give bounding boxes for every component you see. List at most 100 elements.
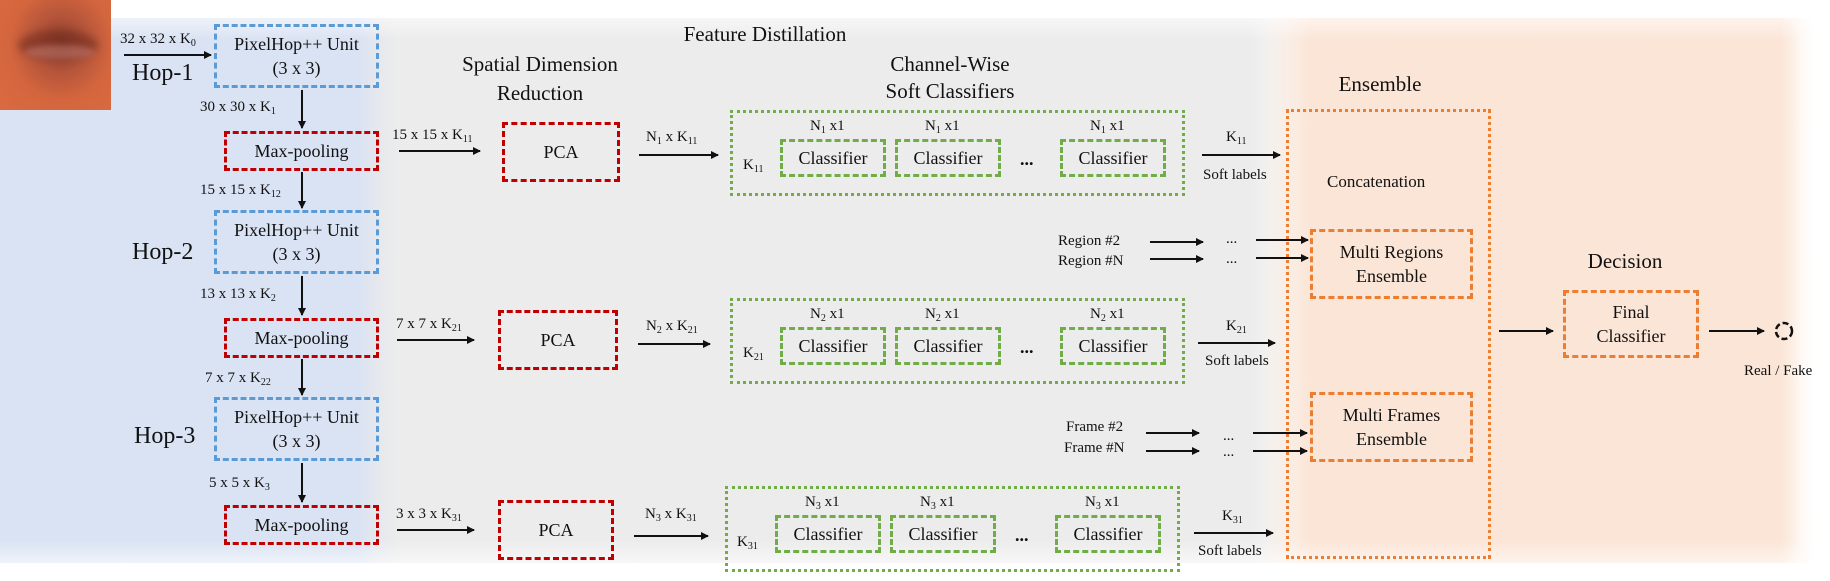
classifier-dim-x1: x1 <box>825 118 845 134</box>
hop2-max-pooling-label: Max-pooling <box>254 328 349 348</box>
hop2-group-k-text: K <box>743 345 754 361</box>
classifier-label: Classifier <box>908 524 978 544</box>
hop2-classifier-ellipsis: ... <box>1020 337 1034 357</box>
hop2-group-k: K21 <box>743 344 764 363</box>
hop3-pca-label: PCA <box>538 520 574 540</box>
classifier-label: Classifier <box>798 148 868 168</box>
hop3-max-pooling: Max-pooling <box>224 505 379 545</box>
hop2-pca-out-n: N <box>646 318 657 334</box>
frame-2-label: Frame #2 <box>1066 419 1124 435</box>
hop3-pca-out-k: x K <box>660 506 687 522</box>
hop2-unit-output-dim: 13 x 13 x K2 <box>200 285 276 304</box>
title-channel-wise-line2: Soft Classifiers <box>885 79 1015 103</box>
hop2-soft-k: K21 <box>1226 317 1247 336</box>
hop3-pool-to-pca-sub: 31 <box>451 513 462 524</box>
multi-frames-ensemble: Multi Frames Ensemble <box>1310 392 1473 462</box>
ensemble-region-background <box>1260 18 1815 563</box>
hop3-soft-k-sub: 31 <box>1232 515 1243 526</box>
hop3-classifier-dim-1: N3 x1 <box>805 493 840 512</box>
hop1-classifier-2: Classifier <box>895 139 1001 177</box>
hop3-max-pooling-label: Max-pooling <box>254 515 349 535</box>
hop2-unit-line1: PixelHop++ Unit <box>234 220 359 240</box>
hop2-unit-line2: (3 x 3) <box>272 244 321 264</box>
concatenation-label: Concatenation <box>1327 172 1426 191</box>
classifier-dim-n: N <box>1090 306 1101 322</box>
hop1-pca-out-k-sub: 11 <box>687 136 698 147</box>
hop1-max-pooling: Max-pooling <box>224 131 379 171</box>
hop3-pca-out-n-sub: 3 <box>655 513 661 524</box>
classifier-dim-x1: x1 <box>825 306 845 322</box>
classifier-dim-n: N <box>810 118 821 134</box>
hop3-classifier-2: Classifier <box>890 515 996 553</box>
hop1-soft-labels: Soft labels <box>1203 167 1267 183</box>
title-decision: Decision <box>1587 249 1663 273</box>
title-feature-distillation: Feature Distillation <box>683 22 847 46</box>
multi-regions-ensemble: Multi Regions Ensemble <box>1310 229 1473 299</box>
classifier-dim-n-sub: 1 <box>1100 125 1106 136</box>
classifier-label: Classifier <box>913 336 983 356</box>
region-2-dots: ... <box>1226 231 1238 247</box>
classifier-dim-x1: x1 <box>940 306 960 322</box>
classifier-dim-n: N <box>925 306 936 322</box>
hop1-soft-k: K11 <box>1226 128 1247 147</box>
hop1-unit-line1: PixelHop++ Unit <box>234 34 359 54</box>
hop1-classifier-1: Classifier <box>780 139 886 177</box>
hop1-soft-k-text: K <box>1226 129 1237 145</box>
hop2-pca-out-n-sub: 2 <box>656 325 662 336</box>
classifier-dim-n-sub: 1 <box>820 125 826 136</box>
region-n-dots: ... <box>1226 251 1238 267</box>
hop1-classifier-dim-1: N1 x1 <box>810 117 845 136</box>
hop2-soft-k-text: K <box>1226 318 1237 334</box>
multi-regions-line2: Ensemble <box>1356 266 1427 286</box>
classifier-dim-x1: x1 <box>820 494 840 510</box>
hop1-soft-k-sub: 11 <box>1236 136 1247 147</box>
classifier-dim-x1: x1 <box>1100 494 1120 510</box>
hop2-pca-label: PCA <box>540 330 576 350</box>
final-classifier-line1: Final <box>1612 302 1650 322</box>
hop3-classifier-1: Classifier <box>775 515 881 553</box>
hop1-input-dim-text: 32 x 32 x K <box>120 31 191 47</box>
hop2-classifier-dim-1: N2 x1 <box>810 305 845 324</box>
hop1-pca-out-n-sub: 1 <box>656 136 662 147</box>
hop1-pca-label: PCA <box>543 142 579 162</box>
title-spatial-dimension-line1: Spatial Dimension <box>462 52 618 76</box>
classifier-label: Classifier <box>913 148 983 168</box>
classifier-dim-x1: x1 <box>940 118 960 134</box>
hop1-pca-out-n: N <box>646 129 657 145</box>
hop2-classifier-dim-3: N2 x1 <box>1090 305 1125 324</box>
hop2-pca-out-k-sub: 21 <box>687 325 698 336</box>
region-n-label: Region #N <box>1058 253 1124 269</box>
hop3-group-k: K31 <box>737 533 758 552</box>
hop3-soft-k-text: K <box>1222 508 1233 524</box>
hop2-pool-next-dim-sub: 22 <box>260 377 271 388</box>
hop1-pca-output-dim: N1 x K11 <box>646 128 698 147</box>
hop1-pixelhop-unit: PixelHop++ Unit (3 x 3) <box>214 24 379 88</box>
classifier-dim-n-sub: 3 <box>815 501 821 512</box>
hop3-pool-to-pca-text: 3 x 3 x K <box>396 506 452 522</box>
classifier-label: Classifier <box>1078 336 1148 356</box>
multi-frames-line2: Ensemble <box>1356 429 1427 449</box>
classifier-label: Classifier <box>798 336 868 356</box>
hop3-pca-out-k-sub: 31 <box>686 513 697 524</box>
classifier-dim-n: N <box>810 306 821 322</box>
hop3-classifier-dim-3: N3 x1 <box>1085 493 1120 512</box>
hop3-label: Hop-3 <box>134 423 196 449</box>
hop2-soft-labels: Soft labels <box>1205 353 1269 369</box>
multi-regions-line1: Multi Regions <box>1339 242 1444 262</box>
hop3-soft-labels: Soft labels <box>1198 543 1262 559</box>
classifier-dim-n-sub: 3 <box>1095 501 1101 512</box>
classifier-dim-n: N <box>925 118 936 134</box>
hop2-classifier-3: Classifier <box>1060 327 1166 365</box>
final-classifier-line2: Classifier <box>1596 326 1666 346</box>
hop1-pca: PCA <box>502 122 620 182</box>
hop1-group-k-text: K <box>743 157 754 173</box>
frame-n-label: Frame #N <box>1064 440 1125 456</box>
hop2-pool-to-pca-sub: 21 <box>451 323 462 334</box>
hop2-classifier-dim-2: N2 x1 <box>925 305 960 324</box>
classifier-dim-n-sub: 2 <box>935 313 941 324</box>
hop1-classifier-group <box>730 110 1185 196</box>
hop1-input-dim: 32 x 32 x K0 <box>120 30 196 49</box>
hop3-unit-output-dim-sub: 3 <box>264 482 270 493</box>
hop1-classifier-ellipsis: ... <box>1020 149 1034 169</box>
hop1-pool-next-dim: 15 x 15 x K12 <box>200 181 281 200</box>
